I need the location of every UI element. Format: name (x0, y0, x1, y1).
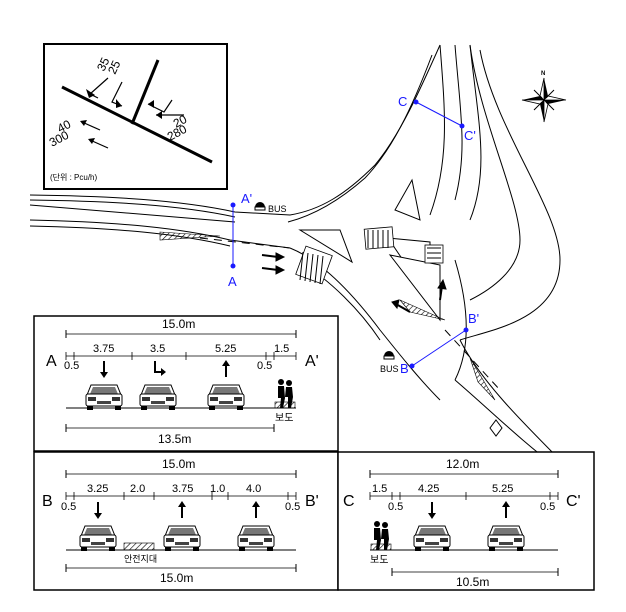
section-b-left-label: B (42, 493, 53, 510)
section-a-bottom: 13.5m (158, 432, 191, 446)
volume-left-35: 35 (94, 55, 112, 73)
section-label-b: B (400, 361, 409, 376)
section-label-c: C (398, 94, 407, 109)
car-icon (79, 525, 117, 552)
section-lines (232, 101, 467, 367)
section-points (230, 99, 469, 369)
car-icon (139, 384, 177, 411)
volume-lower-40: 40 (55, 117, 74, 136)
section-b-edge-left: 0.5 (61, 501, 76, 513)
road-arrows (261, 252, 503, 437)
volume-left-25: 25 (105, 58, 123, 76)
section-c-edge-left: 0.5 (388, 501, 403, 513)
section-b-dim-2: 2.0 (130, 483, 145, 495)
section-b-edge-right: 0.5 (285, 501, 300, 513)
crosswalk-stripes (299, 230, 441, 285)
compass-north-label: N (541, 71, 545, 77)
section-label-a: A (228, 274, 237, 289)
car-icon (487, 525, 525, 552)
section-b-median: 안전지대 (124, 554, 157, 564)
section-b-dim-5: 4.0 (246, 483, 261, 495)
hatched-areas (159, 231, 496, 401)
section-a-dim-3: 5.25 (215, 343, 236, 355)
section-c-sidewalk: 보도 (370, 554, 388, 566)
section-a-edge-right: 0.5 (257, 360, 272, 372)
bus-label-a: BUS (268, 204, 287, 214)
section-a-dim-1: 3.75 (93, 343, 114, 355)
section-label-a-prime: A' (241, 191, 252, 206)
section-b-right-label: B' (305, 493, 319, 510)
section-label-c-prime: C' (464, 128, 476, 143)
section-b-bottom: 15.0m (160, 571, 193, 585)
lane-markings (199, 237, 501, 391)
section-c-panel (337, 451, 595, 591)
section-c-bottom: 10.5m (456, 575, 489, 589)
car-icon (413, 525, 451, 552)
section-a-dim-2: 3.5 (150, 343, 165, 355)
volume-right-20: 20 (171, 112, 190, 131)
section-c-left-label: C (343, 493, 355, 510)
section-c-dim-1: 1.5 (372, 483, 387, 495)
bus-stop-icon (254, 201, 266, 211)
section-c-edge-right: 0.5 (540, 501, 555, 513)
compass-icon (521, 77, 567, 123)
section-a-left-label: A (46, 353, 57, 370)
car-icon (163, 525, 201, 552)
bus-label-b: BUS (380, 364, 399, 374)
section-c-dim-2: 4.25 (418, 483, 439, 495)
section-b-dim-4: 1.0 (210, 483, 225, 495)
section-b-panel (33, 451, 339, 591)
section-a-right-label: A' (305, 353, 319, 370)
car-icon (85, 384, 123, 411)
bus-stop-icon (383, 350, 395, 360)
section-a-panel (33, 315, 339, 452)
section-c-total: 12.0m (446, 457, 479, 471)
section-a-total: 15.0m (162, 317, 195, 331)
car-icon (237, 525, 275, 552)
section-b-dim-3: 3.75 (172, 483, 193, 495)
volume-panel (43, 43, 228, 190)
section-a-edge-left: 0.5 (64, 360, 79, 372)
volume-unit: (단위 : Pcu/h) (50, 172, 98, 182)
section-c-dim-3: 5.25 (492, 483, 513, 495)
section-c-right-label: C' (566, 493, 581, 510)
section-a-dim-4: 1.5 (274, 343, 289, 355)
car-icon (207, 384, 245, 411)
section-a-sidewalk: 보도 (275, 412, 293, 424)
section-label-b-prime: B' (468, 311, 479, 326)
section-b-total: 15.0m (162, 457, 195, 471)
section-b-dim-1: 3.25 (87, 483, 108, 495)
